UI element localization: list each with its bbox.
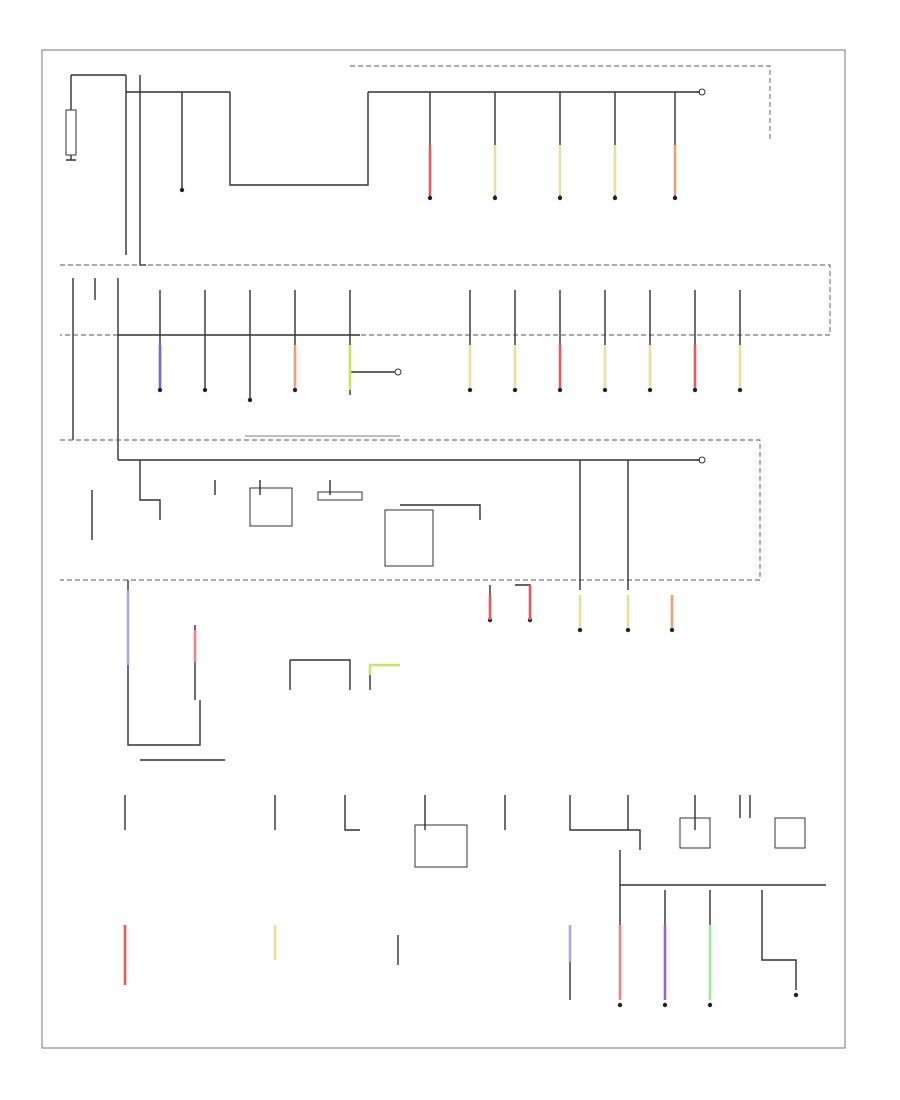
- battery-symbol: [65, 109, 77, 156]
- lower-middle-section: [127, 584, 675, 761]
- bottom-section: [124, 795, 826, 1008]
- battery-section: [65, 65, 771, 266]
- relay-box: [317, 491, 363, 501]
- relay-box: [384, 509, 434, 567]
- connector-circle: [394, 368, 402, 376]
- connector-circle: [698, 456, 706, 464]
- relay-box: [774, 817, 806, 849]
- fuse-row-section: [60, 264, 831, 460]
- relay-box: [249, 487, 293, 527]
- wire-yellowgreen: [368, 663, 400, 675]
- relay-box: [679, 817, 711, 849]
- connector-circle: [698, 88, 706, 96]
- relay-box: [414, 824, 468, 868]
- diagram-border: [41, 49, 846, 1049]
- wire-red: [488, 585, 532, 620]
- relay-section: [60, 439, 761, 700]
